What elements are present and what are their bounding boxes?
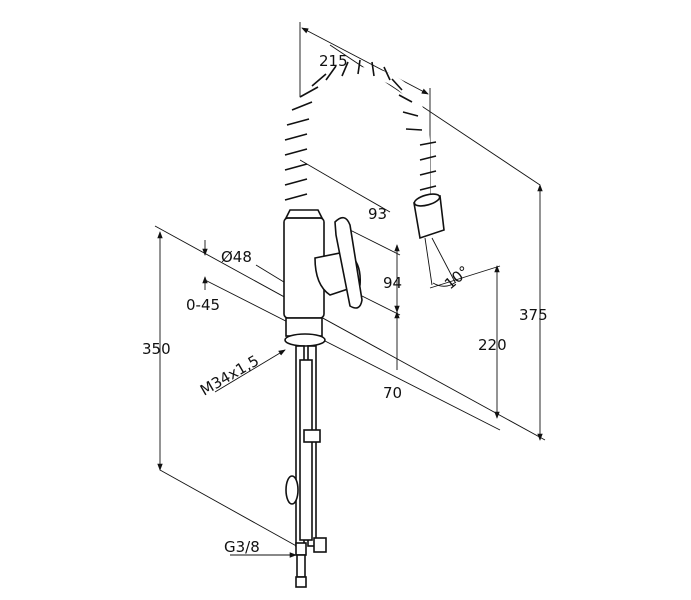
dim-93-label: 93 bbox=[368, 205, 387, 223]
dim-70-label: 70 bbox=[383, 384, 402, 402]
dim-0-45-label: 0-45 bbox=[186, 296, 220, 314]
dim-94-label: 94 bbox=[383, 274, 402, 292]
spring-hose bbox=[284, 59, 437, 215]
dim-375-label: 375 bbox=[519, 306, 548, 324]
supply-pipes bbox=[285, 345, 327, 588]
dim-thread-label: M34x1,5 bbox=[197, 351, 262, 399]
dimension-lines bbox=[154, 22, 546, 558]
dim-angle-label: 10° bbox=[441, 262, 473, 293]
dim-diameter-label: Ø48 bbox=[221, 248, 252, 266]
dim-350-label: 350 bbox=[142, 340, 171, 358]
spout-nozzle bbox=[413, 193, 445, 240]
dim-220-label: 220 bbox=[478, 336, 507, 354]
dim-215-label: 215 bbox=[319, 52, 348, 70]
faucet-body bbox=[283, 209, 363, 347]
dim-connection-label: G3/8 bbox=[224, 538, 260, 556]
